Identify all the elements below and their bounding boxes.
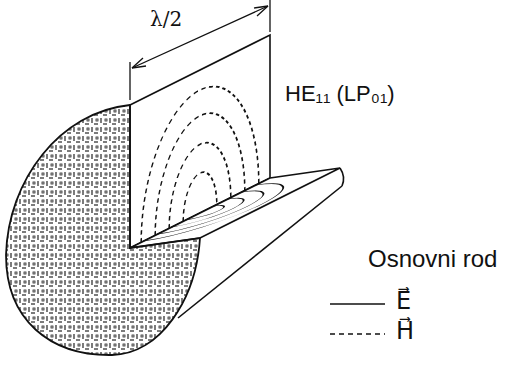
extension-line (129, 62, 130, 100)
dimension-arrowhead (132, 58, 146, 68)
mode-caption: Osnovni rod (368, 246, 497, 272)
dimension-line (132, 6, 268, 68)
fiber-end-face (6, 105, 200, 355)
legend-label: H⃗ (396, 318, 414, 344)
h-field-lines (141, 61, 259, 243)
mode-name: HE₁₁ (LP₀₁) (285, 82, 395, 106)
extension-line (269, 0, 270, 32)
cylinder-back-edge (340, 168, 344, 186)
e-field-lines (144, 176, 318, 241)
legend-label: E⃗ (396, 288, 411, 314)
horizontal-cut-plane (130, 168, 340, 248)
legend-solid-line (330, 303, 385, 305)
dimension-arrowhead (254, 6, 268, 16)
legend-dashed-line (330, 333, 385, 335)
dimension-label: λ/2 (150, 8, 182, 30)
